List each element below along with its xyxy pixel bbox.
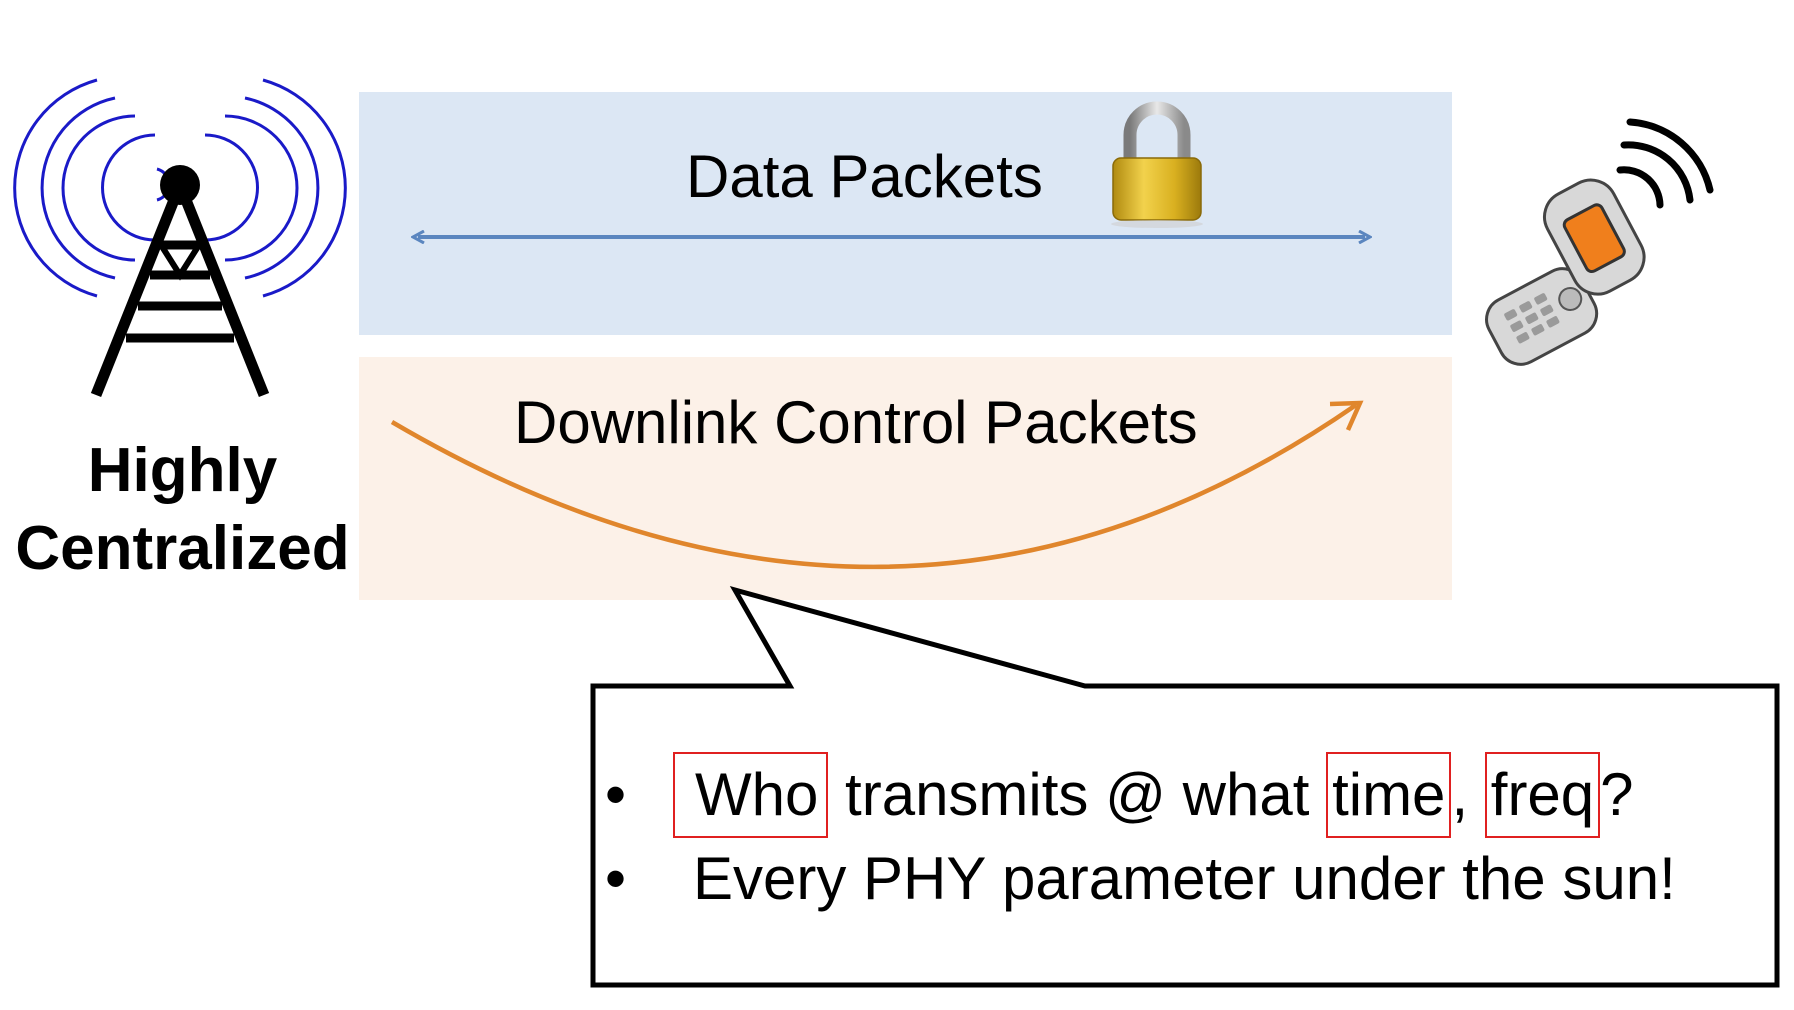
flip-phone-icon: [1485, 118, 1714, 366]
bullet-marker: •: [605, 761, 627, 828]
padlock-icon: [1111, 101, 1203, 228]
highlight-freq: freq: [1484, 752, 1601, 838]
bullet-1-text-a: transmits @ what: [828, 761, 1327, 828]
bullet-2-text: Every PHY parameter under the sun!: [693, 845, 1676, 912]
bullet-marker: •: [605, 845, 627, 912]
callout-bullet-2: • Every PHY parameter under the sun!: [605, 838, 1676, 920]
callout-text: • Who transmits @ what time , freq ? • E…: [605, 752, 1676, 920]
callout-bullet-1: • Who transmits @ what time , freq ?: [605, 752, 1676, 838]
downlink-control-arrow: [390, 400, 1364, 570]
data-packets-label: Data Packets: [686, 143, 1043, 210]
tower-caption-line2: Centralized: [15, 514, 350, 583]
radio-tower-icon: [13, 78, 347, 398]
data-packets-band: [359, 92, 1452, 335]
callout-box: [590, 585, 1780, 988]
bullet-1-text-c: ?: [1600, 761, 1634, 828]
bullet-1-text-b: ,: [1451, 761, 1485, 828]
tower-caption-line1: Highly: [87, 436, 278, 505]
highlight-who: Who: [673, 752, 829, 838]
tower-caption: Highly Centralized: [10, 432, 355, 588]
highlight-time: time: [1326, 752, 1452, 838]
control-packets-band: [359, 357, 1452, 600]
downlink-control-packets-label: Downlink Control Packets: [514, 389, 1198, 456]
